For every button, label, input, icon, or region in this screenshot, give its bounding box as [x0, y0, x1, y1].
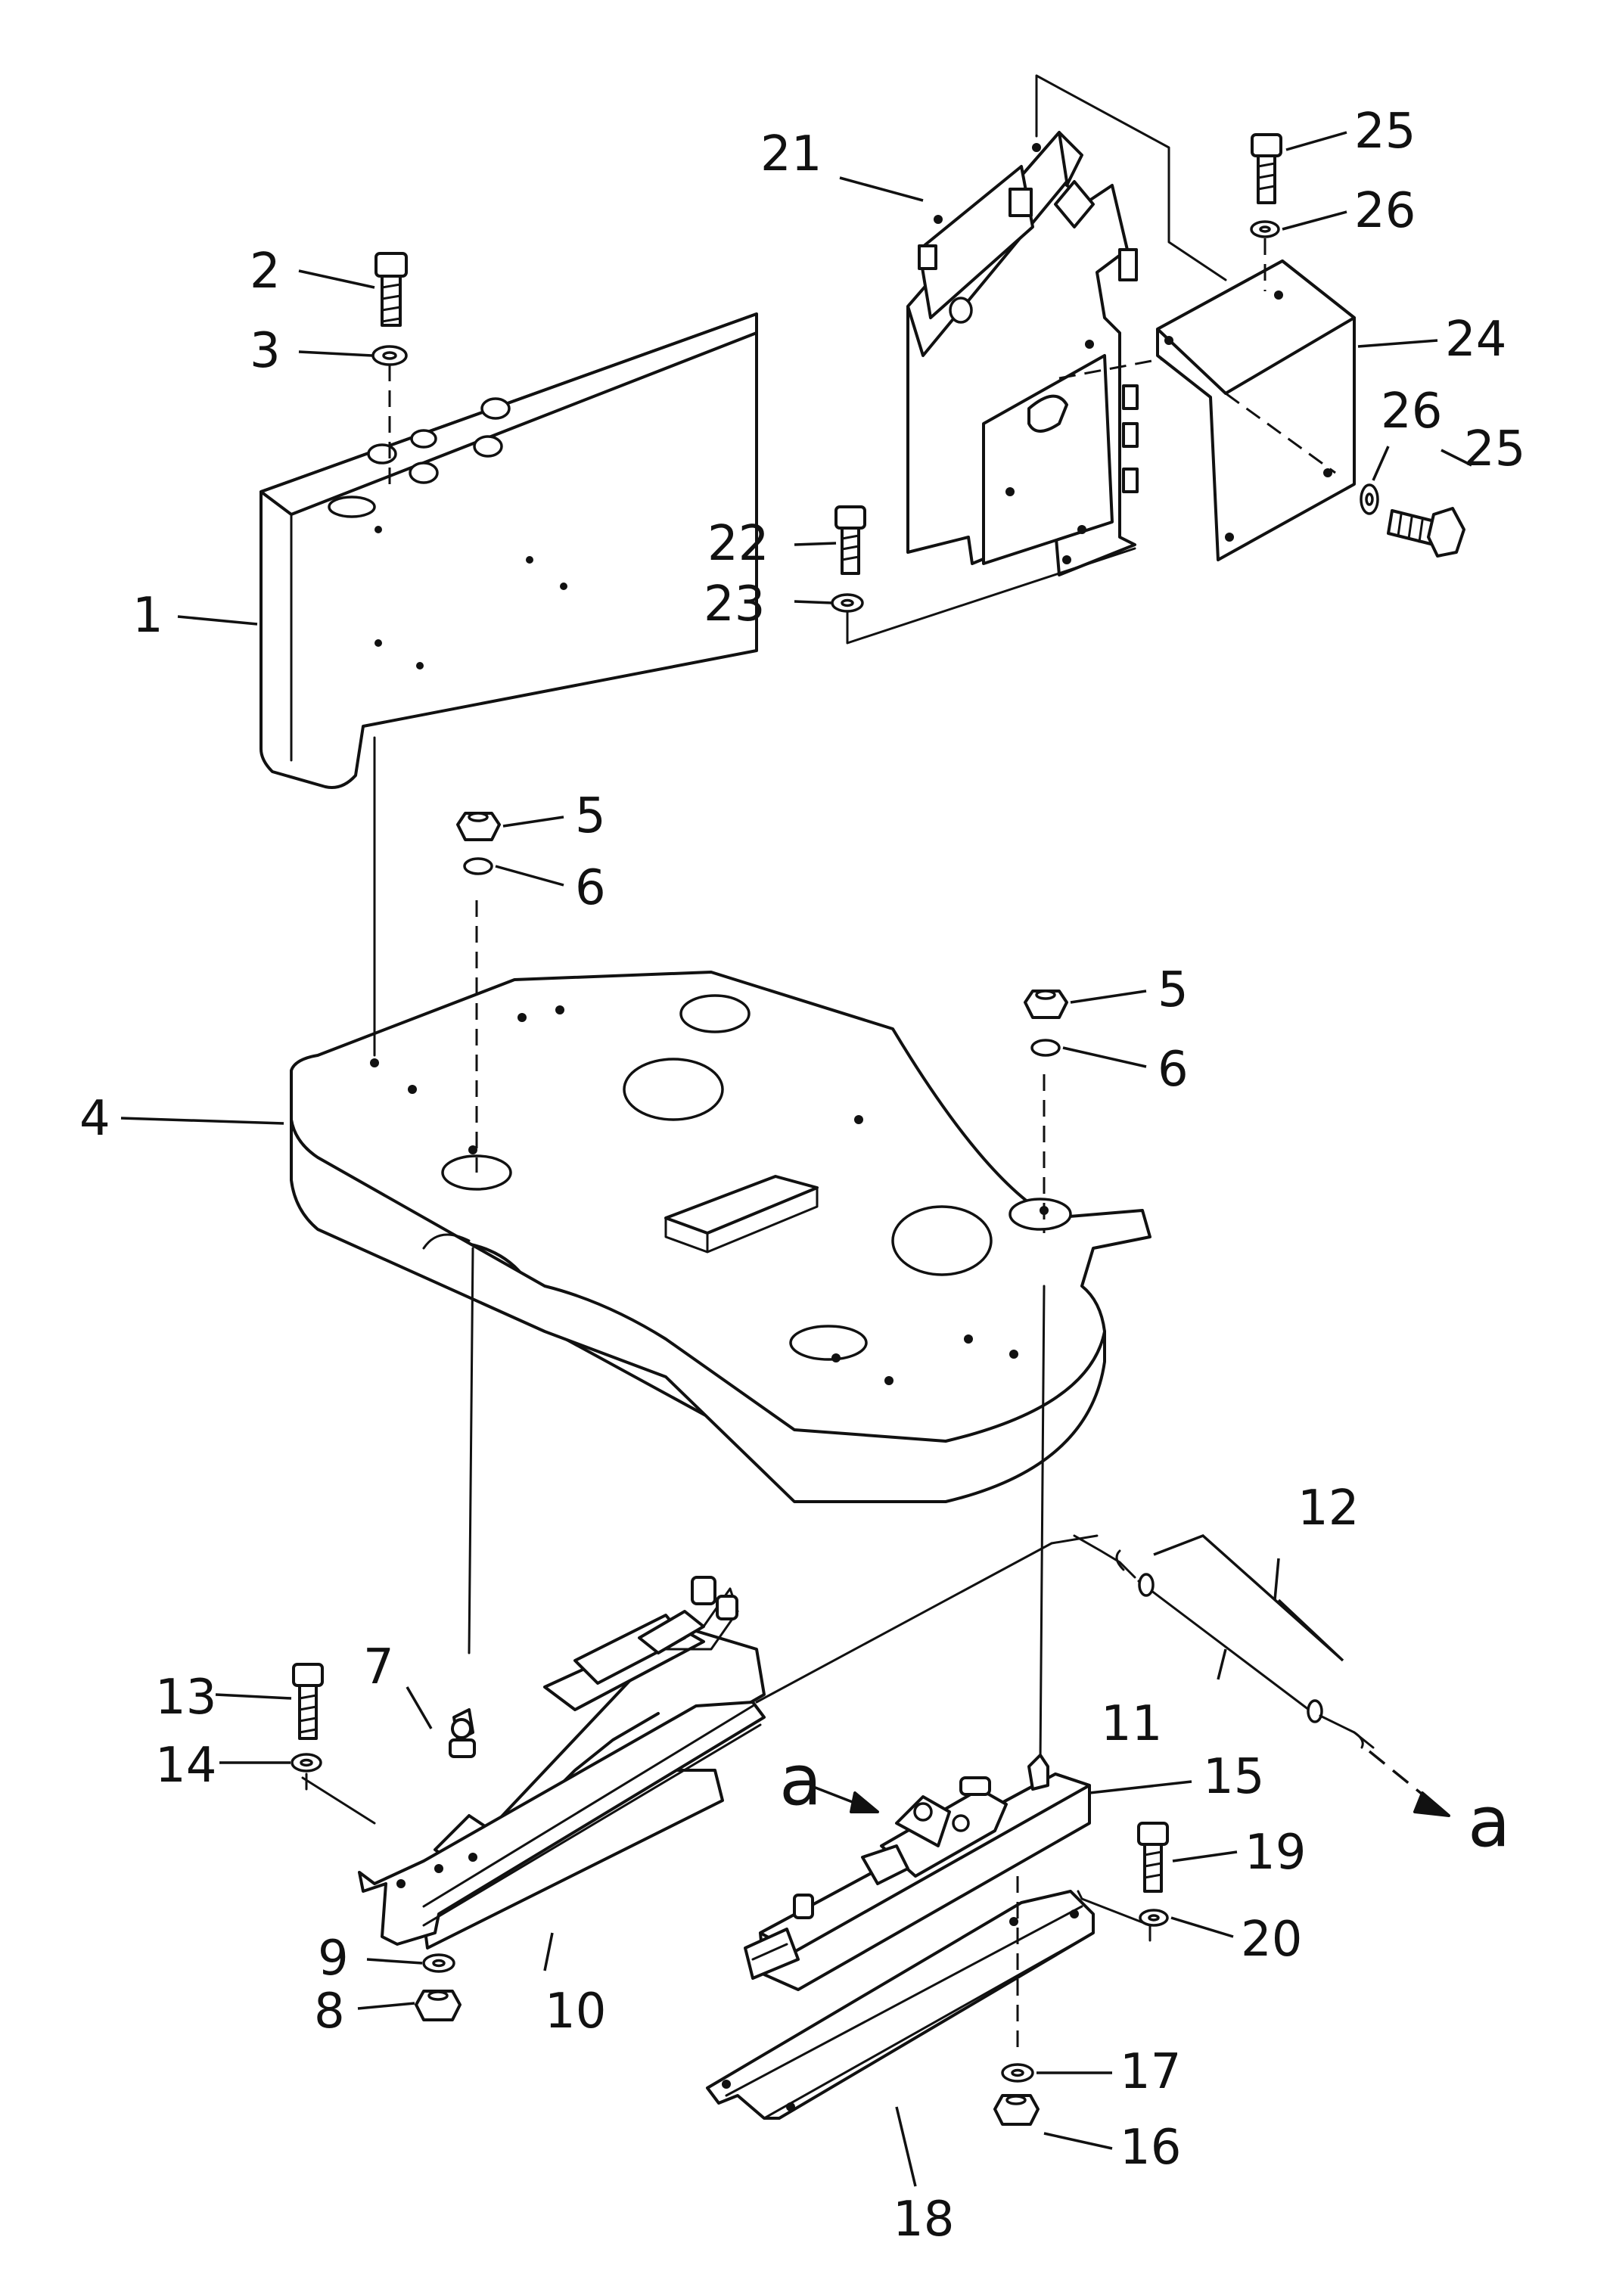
- callout-1: 1: [132, 588, 163, 644]
- callout-20: 20: [1241, 1912, 1302, 1968]
- callout-10: 10: [545, 1984, 606, 2040]
- part-21-bracket: [846, 74, 1227, 645]
- callout-25-side: 25: [1464, 421, 1525, 477]
- part-25-bolt-side: [1387, 507, 1465, 558]
- part-4-floor-plate: [290, 971, 1151, 1503]
- callout-21: 21: [760, 126, 822, 182]
- callout-24: 24: [1445, 312, 1506, 368]
- part-8-nut: [415, 1990, 462, 2021]
- part-10-left-bracket: [358, 1701, 766, 1946]
- callout-11: 11: [1101, 1696, 1162, 1752]
- leader-lines: [120, 131, 1472, 2187]
- callout-3: 3: [250, 323, 281, 379]
- callout-5-right: 5: [1158, 962, 1189, 1018]
- part-11-12-wire: [1073, 1534, 1375, 1749]
- callout-12: 12: [1298, 1480, 1359, 1536]
- callout-8: 8: [314, 1984, 345, 2040]
- callout-6-right: 6: [1158, 1042, 1189, 1098]
- callout-5-left: 5: [575, 788, 606, 844]
- callout-15: 15: [1203, 1749, 1264, 1805]
- part-2-bolt: [375, 252, 408, 327]
- part-25-bolt-top: [1251, 133, 1282, 204]
- part-13-bolt: [292, 1663, 324, 1740]
- part-22-bolt: [834, 505, 866, 575]
- callout-labels: 1 2 3 4 5 6 5 6 7 8 9 10 11 12 13 14 15 …: [79, 104, 1525, 2248]
- part-6-washer-left: [463, 857, 493, 875]
- callout-17: 17: [1120, 2044, 1181, 2100]
- part-9-washer: [422, 1953, 455, 1973]
- callout-14: 14: [155, 1738, 216, 1794]
- callout-7: 7: [363, 1639, 394, 1695]
- callout-23: 23: [704, 576, 765, 632]
- part-19-bolt: [1137, 1822, 1169, 1893]
- part-15-right-rail: [744, 1754, 1091, 1991]
- callout-22: 22: [707, 516, 769, 572]
- part-14-washer: [291, 1753, 322, 1772]
- part-20-washer: [1139, 1909, 1169, 1927]
- part-23-washer: [831, 593, 864, 613]
- callout-25-top: 25: [1354, 104, 1416, 160]
- callout-9: 9: [318, 1931, 349, 1987]
- callout-19: 19: [1245, 1825, 1306, 1881]
- callout-26-top: 26: [1354, 183, 1416, 239]
- guide-line: [301, 1776, 376, 1825]
- part-26-washer-top: [1250, 220, 1280, 238]
- part-6-washer-right: [1030, 1039, 1061, 1057]
- part-3-washer: [371, 345, 408, 366]
- part-5-nut-left: [456, 812, 501, 841]
- callout-6-left: 6: [575, 860, 606, 916]
- part-17-washer: [1001, 2063, 1034, 2083]
- part-24-cover: [1156, 259, 1356, 561]
- part-18-right-bracket: [706, 1890, 1151, 2120]
- guide-lines: [373, 736, 1099, 1764]
- part-26-washer-side: [1360, 483, 1379, 515]
- view-a-label-left: a: [779, 1740, 822, 1821]
- callout-18: 18: [893, 2192, 954, 2248]
- callout-13: 13: [155, 1670, 216, 1726]
- part-16-nut: [993, 2094, 1040, 2126]
- part-1-side-cover: [260, 312, 758, 789]
- view-a-label-right: a: [1468, 1782, 1510, 1863]
- callout-16: 16: [1120, 2120, 1181, 2176]
- callout-26-side: 26: [1381, 384, 1442, 440]
- part-5-nut-right: [1024, 990, 1068, 1019]
- callout-2: 2: [250, 244, 281, 300]
- callout-4: 4: [79, 1091, 110, 1147]
